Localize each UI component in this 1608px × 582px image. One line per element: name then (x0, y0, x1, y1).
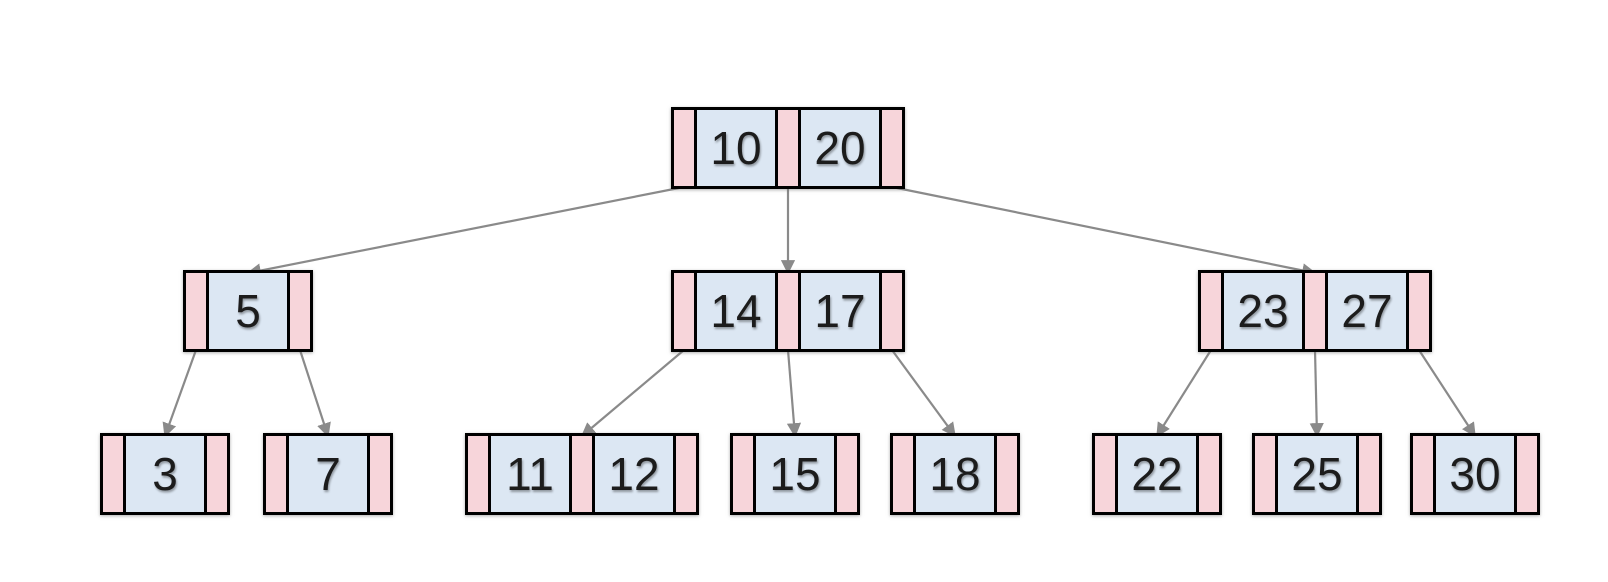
key-value: 15 (769, 448, 821, 500)
pointer-slot (266, 436, 286, 512)
edge-n14-17-to-n18 (891, 349, 956, 438)
btree-node-14-17: 14 17 (671, 270, 905, 352)
pointer-slot (1356, 436, 1379, 512)
pointer-slot (367, 436, 390, 512)
key-slot: 22 (1115, 436, 1196, 512)
edge-n23-27-to-n30 (1418, 349, 1476, 438)
key-value: 22 (1131, 448, 1183, 500)
pointer-slot (287, 273, 310, 349)
btree-node-25: 25 (1252, 433, 1382, 515)
edge-n5-to-n7 (298, 349, 331, 438)
key-slot: 12 (592, 436, 673, 512)
key-value: 5 (235, 285, 261, 337)
key-value: 30 (1449, 448, 1501, 500)
edge-n14-17-to-n15 (786, 349, 802, 438)
key-slot: 25 (1275, 436, 1356, 512)
pointer-slot (775, 110, 798, 186)
key-value: 20 (814, 122, 866, 174)
btree-node-23-27: 23 27 (1198, 270, 1432, 352)
btree-node-15: 15 (730, 433, 860, 515)
key-slot: 5 (206, 273, 287, 349)
key-slot: 11 (488, 436, 569, 512)
pointer-slot (1302, 273, 1325, 349)
edge-n23-27-to-n25 (1309, 349, 1324, 438)
pointer-slot (733, 436, 753, 512)
pointer-slot (879, 273, 902, 349)
pointer-slot (879, 110, 902, 186)
edge-n14-17-to-n11-12 (580, 349, 685, 437)
key-value: 18 (929, 448, 981, 500)
btree-node-18: 18 (890, 433, 1020, 515)
pointer-slot (1201, 273, 1221, 349)
btree-node-7: 7 (263, 433, 393, 515)
pointer-slot (674, 110, 694, 186)
pointer-slot (1095, 436, 1115, 512)
edge-n23-27-to-n22 (1156, 349, 1212, 438)
key-slot: 23 (1221, 273, 1302, 349)
pointer-slot (186, 273, 206, 349)
pointer-slot (204, 436, 227, 512)
btree-node-22: 22 (1092, 433, 1222, 515)
edge-root-to-n5 (246, 185, 685, 278)
key-value: 7 (315, 448, 341, 500)
btree-node-5: 5 (183, 270, 313, 352)
edge-n5-to-n3 (162, 349, 198, 438)
pointer-slot (775, 273, 798, 349)
key-value: 12 (608, 448, 660, 500)
pointer-slot (1196, 436, 1219, 512)
key-value: 3 (152, 448, 178, 500)
pointer-slot (569, 436, 592, 512)
key-slot: 27 (1325, 273, 1406, 349)
btree-node-30: 30 (1410, 433, 1540, 515)
key-slot: 10 (694, 110, 775, 186)
key-slot: 3 (123, 436, 204, 512)
key-slot: 14 (694, 273, 775, 349)
pointer-slot (994, 436, 1017, 512)
pointer-slot (1514, 436, 1537, 512)
pointer-slot (893, 436, 913, 512)
edge-root-to-n23-27 (891, 185, 1317, 278)
btree-node-11-12: 11 12 (465, 433, 699, 515)
key-slot: 18 (913, 436, 994, 512)
pointer-slot (1255, 436, 1275, 512)
pointer-slot (674, 273, 694, 349)
key-value: 25 (1291, 448, 1343, 500)
key-value: 23 (1237, 285, 1289, 337)
btree-node-10-20: 10 20 (671, 107, 905, 189)
key-slot: 7 (286, 436, 367, 512)
key-value: 14 (710, 285, 762, 337)
pointer-slot (468, 436, 488, 512)
key-value: 11 (506, 448, 554, 500)
pointer-slot (1413, 436, 1433, 512)
pointer-slot (103, 436, 123, 512)
key-slot: 20 (798, 110, 879, 186)
key-slot: 15 (753, 436, 834, 512)
key-value: 10 (710, 122, 762, 174)
pointer-slot (673, 436, 696, 512)
pointer-slot (834, 436, 857, 512)
key-value: 27 (1341, 285, 1393, 337)
pointer-slot (1406, 273, 1429, 349)
key-slot: 30 (1433, 436, 1514, 512)
key-slot: 17 (798, 273, 879, 349)
btree-node-3: 3 (100, 433, 230, 515)
key-value: 17 (814, 285, 866, 337)
